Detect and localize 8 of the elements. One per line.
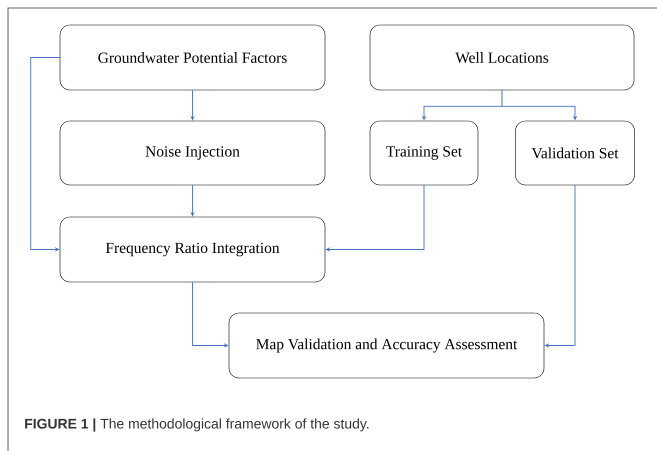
process-box: Frequency Ratio Integration <box>60 216 326 282</box>
figure-caption: FIGURE 1 | The methodological framework of the study. <box>25 418 368 432</box>
process-box: Validation Set <box>515 120 635 186</box>
process-box: Noise Injection <box>60 120 326 186</box>
process-box: Groundwater Potential Factors <box>60 24 326 90</box>
process-box: Training Set <box>370 120 478 186</box>
process-box: Well Locations <box>370 24 634 90</box>
process-box: Map Validation and Accuracy Assessment <box>228 312 544 378</box>
